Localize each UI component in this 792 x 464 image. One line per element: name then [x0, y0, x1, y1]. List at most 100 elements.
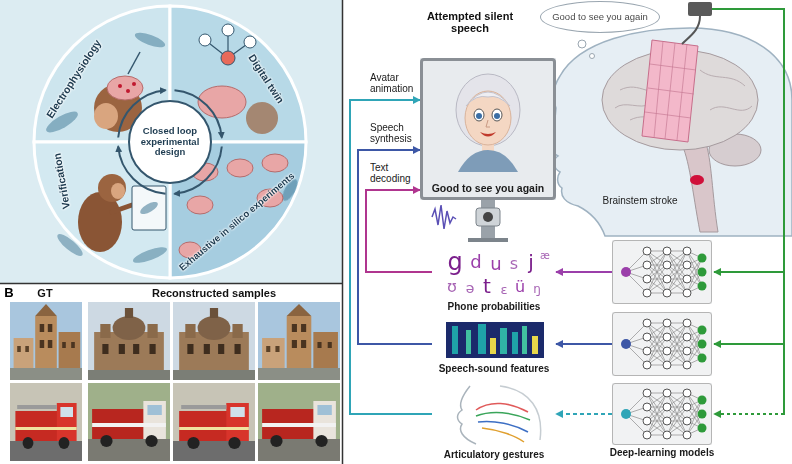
in-silico-brains-part [262, 154, 288, 172]
digital-twin-brain-part [222, 24, 234, 36]
panel-b-part [258, 383, 340, 461]
foliage-part [131, 244, 168, 266]
phone-symbol: t [483, 276, 491, 296]
phone-symbol: g [447, 250, 462, 274]
node-label: Deep-learning models [598, 447, 726, 459]
network-diagrams-part [621, 267, 631, 277]
quadrant-label: Exhaustive in silico experiments [177, 171, 296, 273]
panel-letter: B [4, 286, 13, 300]
network-diagrams-part [612, 383, 712, 445]
monitor-screen: Good to see you again [420, 58, 556, 200]
panel-b-part [0, 284, 342, 464]
phone-symbol: u [490, 255, 501, 273]
monitor-part [492, 109, 502, 121]
anatomy-label: Brainstem stroke [602, 195, 677, 206]
network-diagrams-part [612, 240, 712, 304]
verification-monkey-part [138, 200, 159, 217]
monitor-part [466, 92, 510, 106]
connector-arrow [556, 413, 612, 415]
monitor-part [480, 132, 496, 137]
phone-symbol: s [510, 256, 518, 272]
electrophysiology-monkey-part [118, 84, 122, 88]
spectrogram-part [512, 332, 518, 354]
panel-b-part [258, 302, 340, 380]
node-label: Speech-sound features [437, 363, 552, 375]
connector-arrow [556, 343, 612, 345]
verification-monkey-part [98, 174, 126, 202]
panel-b-part [173, 383, 255, 461]
digital-twin-brain-part [199, 34, 211, 46]
spectrogram-part [478, 324, 486, 354]
phone-symbol: ə [466, 281, 475, 295]
network-diagrams [612, 240, 712, 445]
panel-a-part [0, 0, 342, 283]
spectrogram-part [446, 322, 544, 358]
digital-twin-brain-part [221, 51, 235, 65]
digital-twin-brain-part [246, 102, 278, 134]
neural-signal-wire-part [714, 413, 784, 415]
panel-b-part [88, 302, 170, 380]
electrode-array-part [645, 41, 696, 140]
brain-part [680, 140, 718, 232]
panel-b [0, 284, 342, 464]
quadrant-label: Verification [51, 152, 72, 210]
quadrant-label: Digital twin [246, 52, 286, 105]
output-panel: Articulatory gestures [432, 382, 556, 462]
panel-a [0, 0, 342, 283]
network-diagrams-part [621, 409, 631, 419]
head-profile [546, 28, 792, 236]
thought-bubble: Good to see you again [540, 1, 660, 33]
foliage [43, 30, 300, 266]
spectrogram-part [500, 328, 507, 354]
connector-arrow [366, 190, 432, 272]
monitor-part [465, 91, 511, 145]
panel-dividers [0, 0, 343, 464]
model-box [612, 240, 712, 304]
model-box: Deep-learning models [612, 383, 712, 445]
thought-bubble-tail-part [578, 40, 586, 48]
vocal-tract [458, 386, 541, 444]
quadrant-label: Electrophysiology [44, 38, 103, 121]
vocal-tract-part [458, 386, 477, 444]
neural-signal-wire-part [714, 271, 784, 273]
vocal-tract-part [476, 413, 530, 420]
phone-symbol: æ [540, 251, 550, 261]
monitor-part [432, 205, 456, 229]
connector-label: Speech synthesis [370, 122, 418, 144]
column-heading: Reconstructed samples [152, 287, 276, 299]
column-heading: GT [37, 287, 52, 299]
phone-symbol: ɛ [500, 283, 507, 296]
connector-label: Text decoding [370, 162, 418, 184]
node-label: Good to see you again [430, 182, 547, 194]
electrophysiology-monkey-part [126, 89, 130, 93]
panel-title: Attempted silent speech [425, 10, 515, 34]
in-silico-brains-part [227, 159, 253, 177]
electrophysiology-monkey-part [132, 82, 136, 86]
digital-twin-brain-part [198, 86, 246, 118]
monitor-part [474, 109, 484, 121]
monitor-part [420, 58, 556, 200]
vocal-tract-part [482, 428, 524, 442]
verification-monkey [78, 174, 166, 252]
output-panel: Speech-sound features [432, 318, 556, 376]
node-label: Good to see you again [552, 12, 648, 23]
panel-b-part [10, 383, 82, 461]
monitor-part [458, 150, 518, 172]
thought-bubble-tail [578, 40, 595, 59]
monitor-part [476, 113, 482, 119]
in-silico-brains-part [187, 196, 213, 214]
phone-symbol: j [528, 252, 534, 272]
stroke-lesion [690, 175, 704, 185]
electrode-array-part [688, 2, 712, 16]
head-profile-part [546, 28, 792, 236]
phone-symbol: ʊ [447, 279, 457, 295]
vocal-tract-part [476, 403, 528, 412]
panel-dividers-part [0, 283, 342, 285]
electrode-array-part [642, 40, 698, 142]
monitor-part [476, 208, 500, 226]
phone-symbol: ŋ [533, 283, 541, 295]
